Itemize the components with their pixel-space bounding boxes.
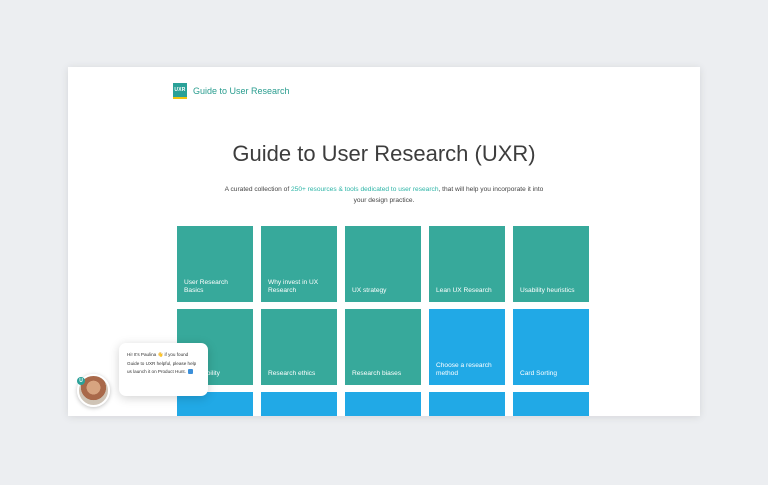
topic-grid: User Research Basics Why invest in UX Re…: [177, 226, 589, 416]
uxr-logo: UXR: [173, 83, 187, 99]
tile-label: Lean UX Research: [436, 287, 492, 294]
chat-message-bubble[interactable]: Hi! It's Paulina 👋 if you found Guide to…: [119, 343, 208, 396]
tile-research-ethics[interactable]: Research ethics: [261, 309, 337, 385]
resources-link[interactable]: 250+ resources & tools dedicated to user…: [290, 185, 439, 193]
tile-label: Usability heuristics: [520, 287, 575, 294]
tile-label: Research ethics: [268, 370, 316, 377]
tile-ux-strategy[interactable]: UX strategy: [345, 226, 421, 302]
subtitle-text-end: , that will help you incorporate it into…: [353, 185, 544, 204]
tile-user-research-basics[interactable]: User Research Basics: [177, 226, 253, 302]
brand-link[interactable]: UXR Guide to User Research: [173, 83, 290, 99]
page-title: Guide to User Research (UXR): [232, 141, 536, 166]
tile-lean-ux-research[interactable]: Lean UX Research: [429, 226, 505, 302]
chat-badge: U: [77, 377, 85, 385]
tile[interactable]: [513, 392, 589, 416]
tile-label: Research biases: [352, 370, 402, 377]
chat-message-text: Hi! It's Paulina 👋 if you found Guide to…: [127, 352, 197, 374]
tile-research-biases[interactable]: Research biases: [345, 309, 421, 385]
tile-choose-method[interactable]: Choose a research method: [429, 309, 505, 385]
arrow-down-emoji-icon: [188, 369, 193, 375]
page-subtitle: A curated collection of 250+ resources &…: [218, 184, 550, 206]
tile-label: Card Sorting: [520, 370, 558, 377]
tile-label: User Research Basics: [184, 279, 228, 294]
tile[interactable]: [345, 392, 421, 416]
brand-name: Guide to User Research: [193, 86, 290, 96]
tile-why-invest[interactable]: Why invest in UX Research: [261, 226, 337, 302]
tile[interactable]: [177, 392, 253, 416]
subtitle-text-start: A curated collection of: [224, 185, 291, 193]
tile-card-sorting[interactable]: Card Sorting: [513, 309, 589, 385]
tile[interactable]: [261, 392, 337, 416]
chat-avatar[interactable]: U: [77, 374, 110, 407]
tile-label: Why invest in UX Research: [268, 279, 319, 294]
tile-label: UX strategy: [352, 287, 387, 294]
tile-label: Choose a research method: [436, 362, 492, 377]
tile[interactable]: [429, 392, 505, 416]
tile-usability-heuristics[interactable]: Usability heuristics: [513, 226, 589, 302]
